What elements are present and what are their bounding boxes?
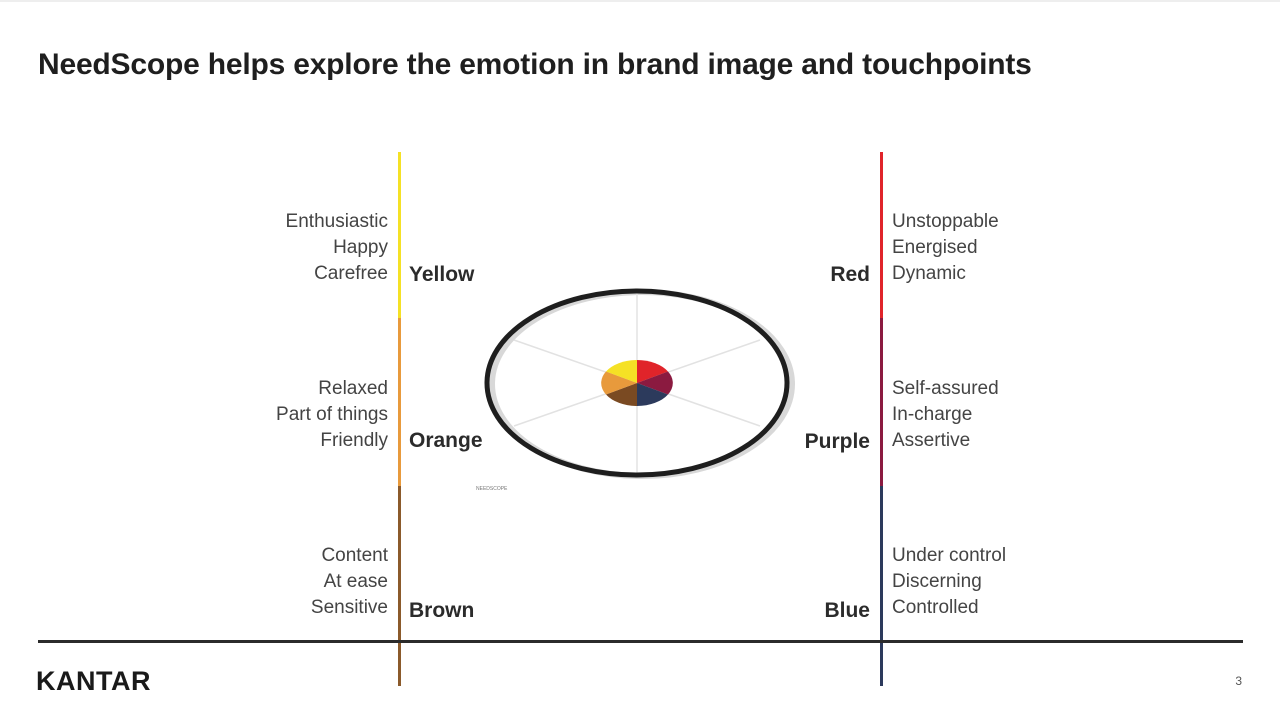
blue-segment [637, 383, 668, 406]
descriptor: Assertive [892, 430, 971, 451]
footer-rule [38, 640, 1243, 643]
descriptor: Friendly [320, 430, 388, 451]
yellow-bar [398, 152, 401, 318]
descriptor: Energised [892, 237, 978, 258]
needscope-mark: NEEDSCOPE [476, 486, 508, 492]
descriptor: Dynamic [892, 263, 966, 284]
descriptor: Content [321, 545, 388, 566]
purple-segment [637, 371, 673, 395]
page-title: NeedScope helps explore the emotion in b… [38, 48, 1032, 81]
descriptor: At ease [323, 571, 388, 592]
red-segment [637, 360, 668, 383]
descriptor: Carefree [314, 263, 388, 284]
purple-bar [880, 318, 883, 486]
orange-segment [601, 371, 637, 395]
blue-bar [880, 486, 883, 686]
red-descriptors: Unstoppable Energised Dynamic [892, 209, 1092, 287]
wheel-center [601, 360, 673, 406]
descriptor: Sensitive [310, 597, 388, 618]
descriptor: Part of things [276, 404, 388, 425]
kantar-logo: KANTAR [36, 666, 151, 696]
yellow-label: Yellow [409, 263, 475, 286]
descriptor: Controlled [892, 597, 979, 618]
page-number: 3 [1235, 674, 1242, 688]
yellow-descriptors: Enthusiastic Happy Carefree [208, 209, 388, 287]
descriptor: Relaxed [318, 378, 388, 399]
brown-bar [398, 486, 401, 686]
purple-descriptors: Self-assured In-charge Assertive [892, 376, 1092, 454]
yellow-segment [606, 360, 637, 383]
red-label: Red [830, 263, 870, 286]
descriptor: Under control [892, 545, 1007, 566]
wheel-ring [484, 288, 790, 478]
brown-descriptors: Content At ease Sensitive [208, 543, 388, 621]
orange-label: Orange [409, 429, 483, 452]
red-bar [880, 152, 883, 318]
orange-descriptors: Relaxed Part of things Friendly [208, 376, 388, 454]
blue-label: Blue [824, 599, 870, 622]
descriptor: In-charge [892, 404, 973, 425]
brown-segment [606, 383, 637, 406]
descriptor: Unstoppable [892, 211, 999, 232]
brown-label: Brown [409, 599, 475, 622]
blue-descriptors: Under control Discerning Controlled [892, 543, 1092, 621]
top-rule [0, 0, 1280, 2]
needscope-wheel [484, 288, 795, 479]
descriptor: Enthusiastic [285, 211, 388, 232]
descriptor: Happy [333, 237, 388, 258]
descriptor: Self-assured [892, 378, 999, 399]
descriptor: Discerning [892, 571, 982, 592]
orange-bar [398, 318, 401, 486]
purple-label: Purple [804, 430, 870, 453]
